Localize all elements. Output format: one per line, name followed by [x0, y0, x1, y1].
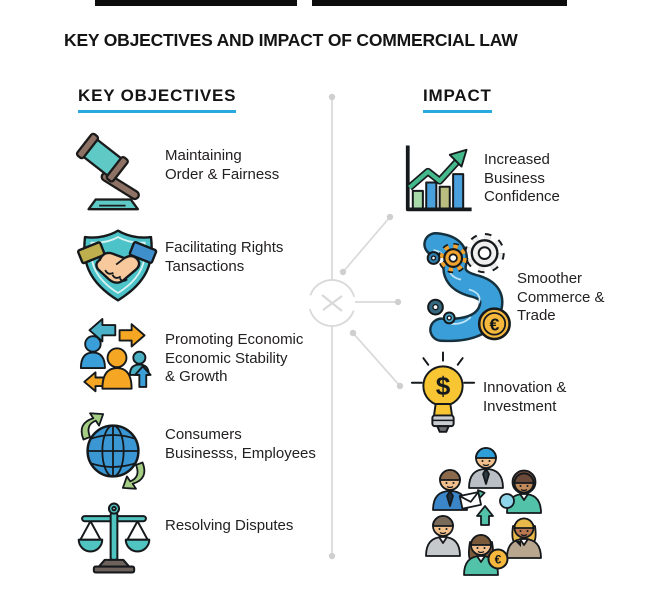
stakeholders-group-icon: € — [423, 440, 547, 577]
label-line: Business — [484, 169, 545, 187]
svg-text:€: € — [489, 315, 499, 335]
label-line: Resolving Disputes — [165, 517, 294, 534]
impact-label: Smoother Commerce & Trade — [517, 270, 605, 326]
label-line: Tansactions — [165, 257, 245, 275]
label-line: Businesss, Employees — [165, 444, 316, 462]
justice-scales-icon — [72, 496, 156, 580]
label-line: Maintaining — [165, 147, 242, 164]
connector-dots — [328, 93, 404, 560]
objective-label: Resolving Disputes — [165, 517, 293, 536]
branch-line-bottom — [352, 332, 401, 387]
label-line: Innovation & — [483, 379, 567, 396]
label-line: Consumers — [165, 426, 242, 443]
svg-text:$: $ — [436, 371, 451, 401]
label-line: Smoother — [517, 270, 583, 287]
objective-label: Promoting Economic Economic Stability & … — [165, 331, 303, 387]
label-line: Increased — [484, 151, 550, 168]
lightbulb-dollar-icon: $ — [406, 350, 480, 440]
label-line: Commerce & — [517, 288, 605, 306]
top-crop-bar-right — [312, 0, 567, 6]
impact-label: Innovation & Investment — [483, 379, 566, 416]
globe-arrows-icon — [72, 410, 154, 492]
right-column-heading: IMPACT — [423, 86, 492, 113]
branch-line-top — [342, 216, 391, 273]
commerce-flow-icon: € — [408, 230, 516, 344]
label-line: & Growth — [165, 368, 228, 385]
objective-label: Facilitating Rights Tansactions — [165, 239, 283, 276]
objective-label: Maintaining Order & Fairness — [165, 147, 279, 184]
handshake-shield-icon — [72, 227, 164, 304]
label-line: Trade — [517, 307, 556, 324]
page-title: KEY OBJECTIVES AND IMPACT OF COMMERCIAL … — [64, 30, 518, 50]
label-line: Order & Fairness — [165, 165, 280, 183]
svg-text:€: € — [495, 553, 502, 567]
label-line: Facilitating Rights — [165, 239, 284, 256]
growth-chart-icon — [396, 142, 480, 218]
hub-x-icon — [321, 294, 343, 312]
top-crop-bar-left — [95, 0, 297, 6]
impact-label: Increased Business Confidence — [484, 151, 560, 207]
economic-people-icon — [74, 310, 160, 402]
hub-circle — [308, 279, 356, 327]
label-line: Investment — [483, 397, 557, 415]
label-line: Confidence — [484, 188, 560, 205]
left-column-heading: KEY OBJECTIVES — [78, 86, 237, 113]
objective-label: Consumers Businesss, Employees — [165, 426, 316, 463]
label-line: Promoting Economic — [165, 331, 304, 348]
gavel-icon — [70, 130, 160, 218]
label-line: Economic Stability — [165, 349, 288, 367]
